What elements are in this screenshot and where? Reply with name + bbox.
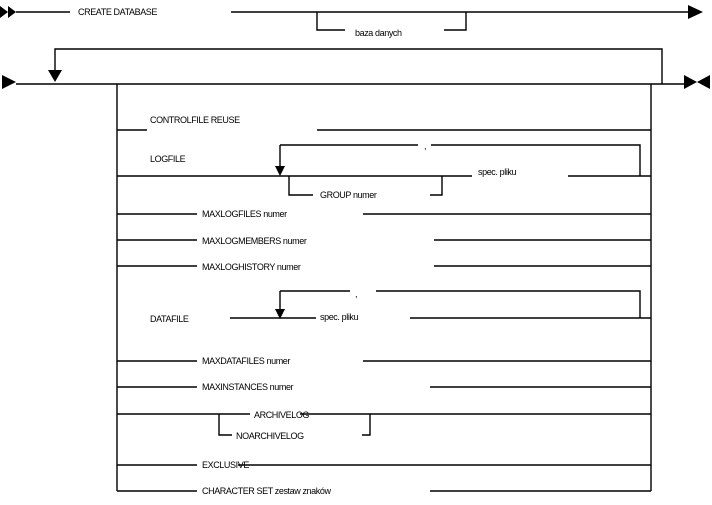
database-name-bracket-right [444,12,467,31]
maxlogfiles-option: MAXLOGFILES numer [202,209,287,219]
datafile-keyword: DATAFILE [150,314,189,324]
noarchivelog-bracket-left [218,414,232,436]
group-bracket-right [430,176,443,196]
main-rail-start-arrow [2,75,16,89]
exclusive-option: EXCLUSIVE [202,460,249,470]
start-marker [0,6,16,18]
logfile-separator: , [424,141,426,151]
datafile-repeat-arrow [275,309,285,319]
archivelog-option: ARCHIVELOG [254,410,309,420]
top-line-arrow [688,5,703,19]
database-name-bracket [316,12,345,31]
create-database-keyword: CREATE DATABASE [78,7,157,17]
loop-return-line [54,48,663,84]
logfile-repeat-loop [431,144,641,176]
logfile-keyword: LOGFILE [150,154,186,164]
character-set-option: CHARACTER SET zestaw znaków [202,486,331,496]
datafile-spec-param: spec. pliku [320,312,359,322]
maxinstances-option: MAXINSTANCES numer [202,382,294,392]
maxloghistory-option: MAXLOGHISTORY numer [202,262,301,272]
logfile-spec-param: spec. pliku [478,167,517,177]
end-marker-right [697,75,710,89]
controlfile-reuse-keyword: CONTROLFILE REUSE [150,115,240,125]
database-name-param: baza danych [355,28,402,38]
noarchivelog-bracket-right [362,414,371,436]
logfile-repeat-arrow [275,166,285,176]
maxlogmembers-option: MAXLOGMEMBERS numer [202,236,307,246]
group-number-param: GROUP numer [320,190,377,200]
group-bracket-left [288,176,313,196]
loop-return-arrow [48,70,62,82]
datafile-separator: , [355,289,357,299]
noarchivelog-option: NOARCHIVELOG [236,431,304,441]
end-marker-left [684,75,697,89]
datafile-repeat-loop [376,290,641,318]
maxdatafiles-option: MAXDATAFILES numer [202,356,290,366]
